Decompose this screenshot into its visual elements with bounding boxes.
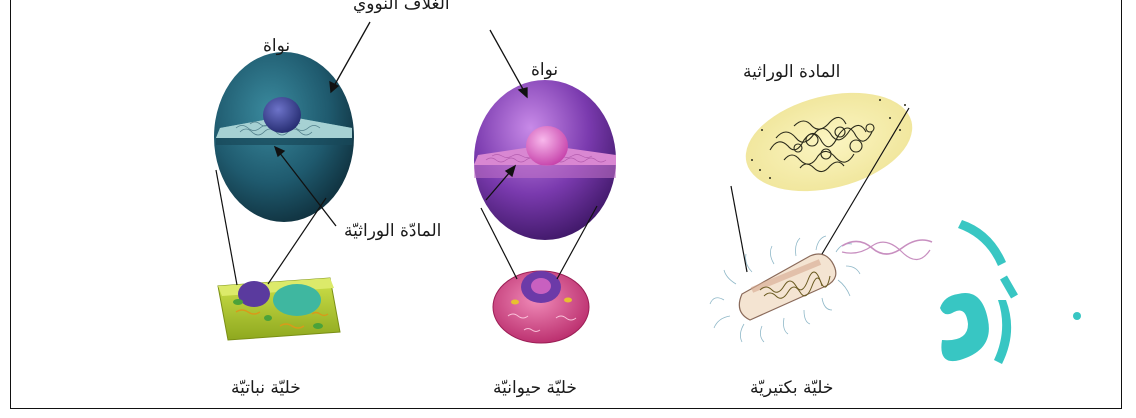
- label-bacterial-cell: خليّة بكتيريّة: [750, 378, 833, 398]
- label-nucleus-animal: نواة: [531, 60, 558, 80]
- label-nucleus-plant: نواة: [263, 36, 290, 56]
- label-animal-cell: خليّة حيوانيّة: [493, 378, 577, 398]
- plant-nucleus: [214, 52, 354, 222]
- label-plant-cell: خليّة نباتيّة: [231, 378, 301, 398]
- bacteria-genetic-material: [735, 77, 922, 207]
- label-nuclear-envelope: الغلاف النووي: [353, 0, 450, 14]
- watermark-logo: [940, 220, 1081, 364]
- animal-cell: [493, 271, 589, 343]
- plant-cell: [218, 278, 340, 340]
- label-genetic-material-bacteria: المادة الوراثية: [743, 62, 840, 82]
- animal-nucleus: [474, 80, 616, 240]
- label-genetic-material: المادّة الوراثيّة: [344, 221, 441, 241]
